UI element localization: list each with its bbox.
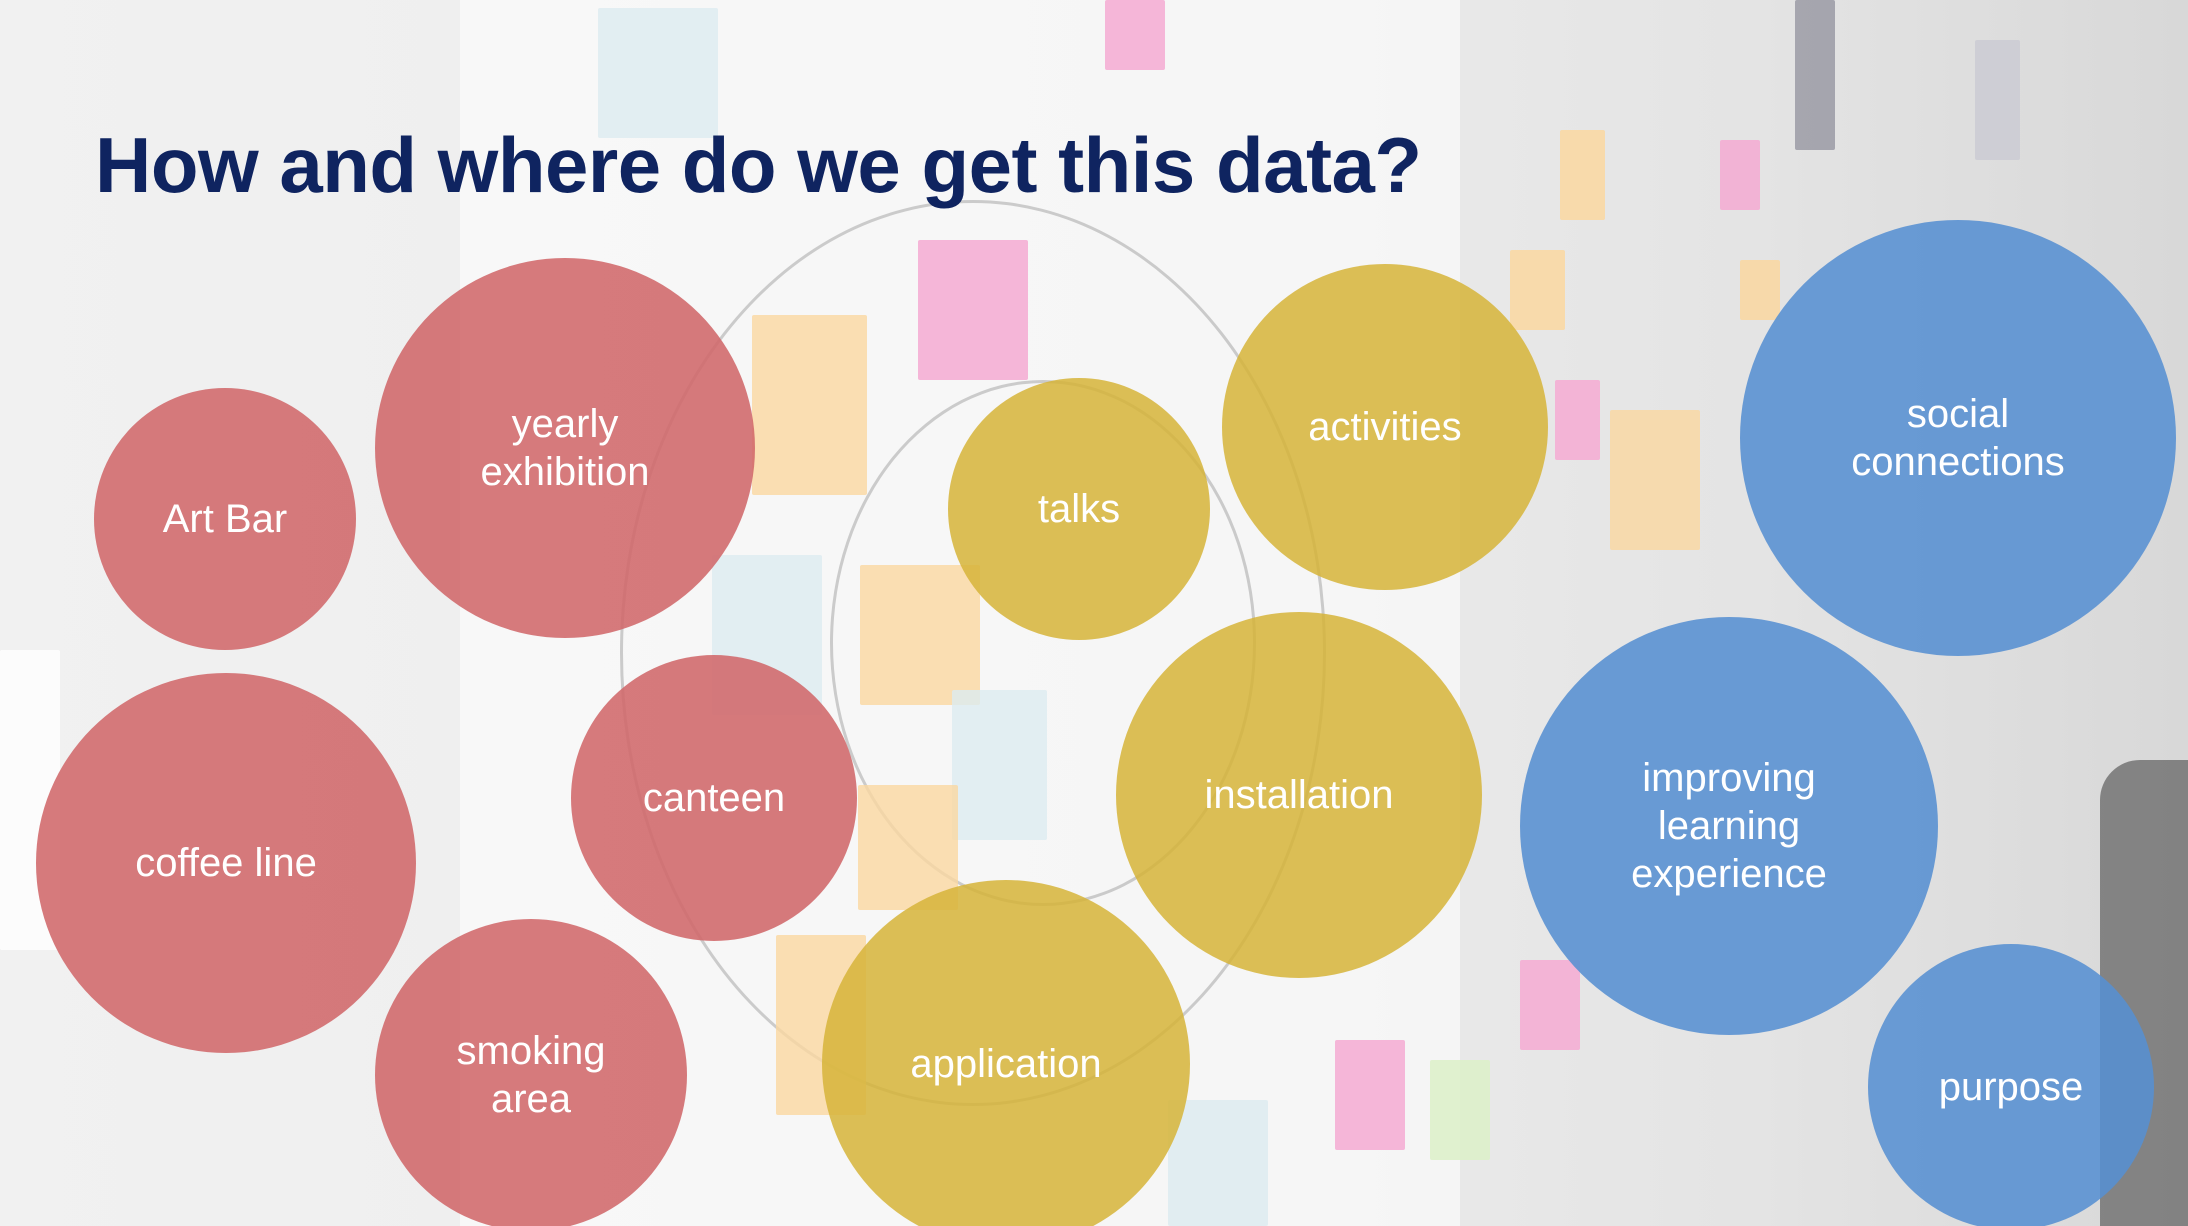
bubble-installation: installation <box>1116 612 1482 978</box>
sticky-note <box>1720 140 1760 210</box>
sticky-note <box>918 240 1028 380</box>
bubble-canteen: canteen <box>571 655 857 941</box>
bubble-smoking-area: smoking area <box>375 919 687 1226</box>
sticky-note <box>752 315 867 495</box>
bubble-yearly-exhibition: yearly exhibition <box>375 258 755 638</box>
bubble-activities: activities <box>1222 264 1548 590</box>
sticky-note <box>1520 960 1580 1050</box>
sticky-note <box>1105 0 1165 70</box>
bubble-talks: talks <box>948 378 1210 640</box>
sticky-note <box>598 8 718 138</box>
sticky-note <box>1510 250 1565 330</box>
sticky-note <box>952 690 1047 840</box>
bubble-coffee-line: coffee line <box>36 673 416 1053</box>
sticky-note <box>1795 0 1835 150</box>
sticky-note <box>860 565 980 705</box>
sticky-note <box>1975 40 2020 160</box>
bubble-art-bar: Art Bar <box>94 388 356 650</box>
sticky-note <box>858 785 958 910</box>
sticky-note <box>1610 410 1700 550</box>
sticky-note <box>1740 260 1780 320</box>
page-title: How and where do we get this data? <box>95 121 1422 209</box>
sticky-note <box>1168 1100 1268 1226</box>
sticky-note <box>1335 1040 1405 1150</box>
sticky-note <box>1560 130 1605 220</box>
bubble-social-connections: social connections <box>1740 220 2176 656</box>
bubble-improving-learning-experience: improving learning experience <box>1520 617 1938 1035</box>
bubble-purpose: purpose <box>1868 944 2154 1226</box>
sticky-note <box>1555 380 1600 460</box>
bubble-application: application <box>822 880 1190 1226</box>
sticky-note <box>1430 1060 1490 1160</box>
